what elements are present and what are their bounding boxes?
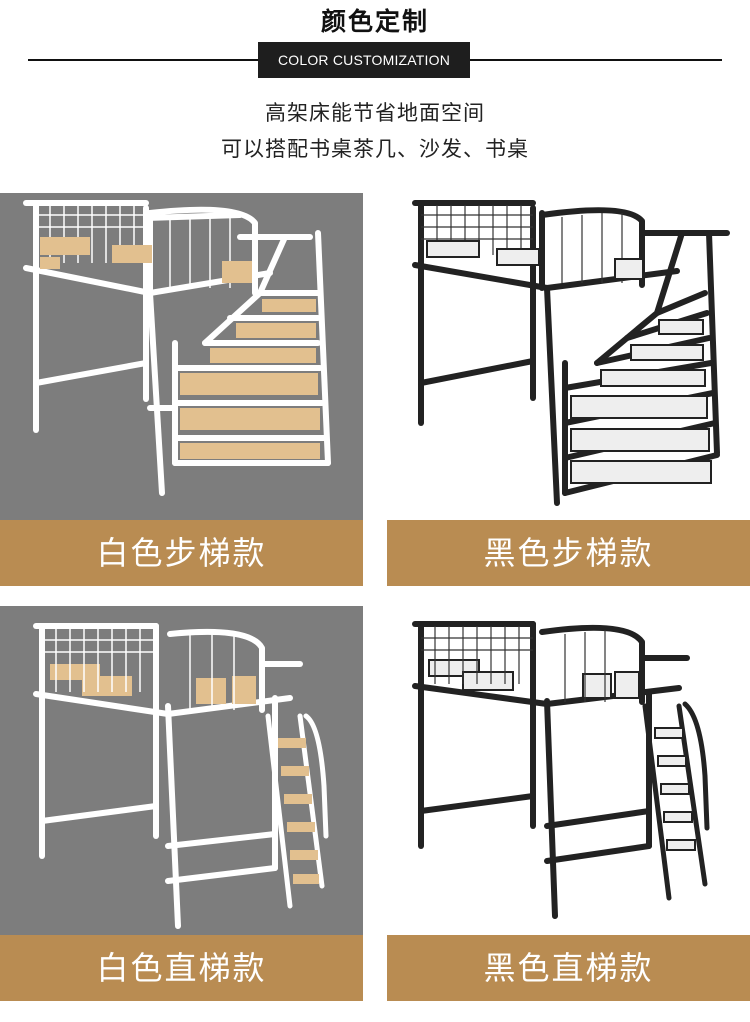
product-card-white-stair: 白色步梯款 [0, 193, 363, 586]
product-card-black-straight: 黑色直梯款 [387, 606, 750, 1001]
product-image [0, 193, 363, 520]
product-label: 黑色步梯款 [387, 520, 750, 586]
divider-left [28, 59, 258, 61]
page-title: 颜色定制 [320, 7, 429, 36]
description-line-1: 高架床能节省地面空间 [265, 101, 485, 125]
divider-right [470, 59, 722, 61]
subtitle-badge: COLOR CUSTOMIZATION [258, 42, 470, 78]
product-card-white-straight: 白色直梯款 [0, 606, 363, 1001]
product-image [387, 193, 750, 520]
product-image [387, 606, 750, 935]
product-image [0, 606, 363, 935]
product-label: 黑色直梯款 [387, 935, 750, 1001]
product-card-black-stair: 黑色步梯款 [387, 193, 750, 586]
description-line-2: 可以搭配书桌茶几、沙发、书桌 [221, 137, 529, 161]
product-label: 白色直梯款 [0, 935, 363, 1001]
product-label: 白色步梯款 [0, 520, 363, 586]
